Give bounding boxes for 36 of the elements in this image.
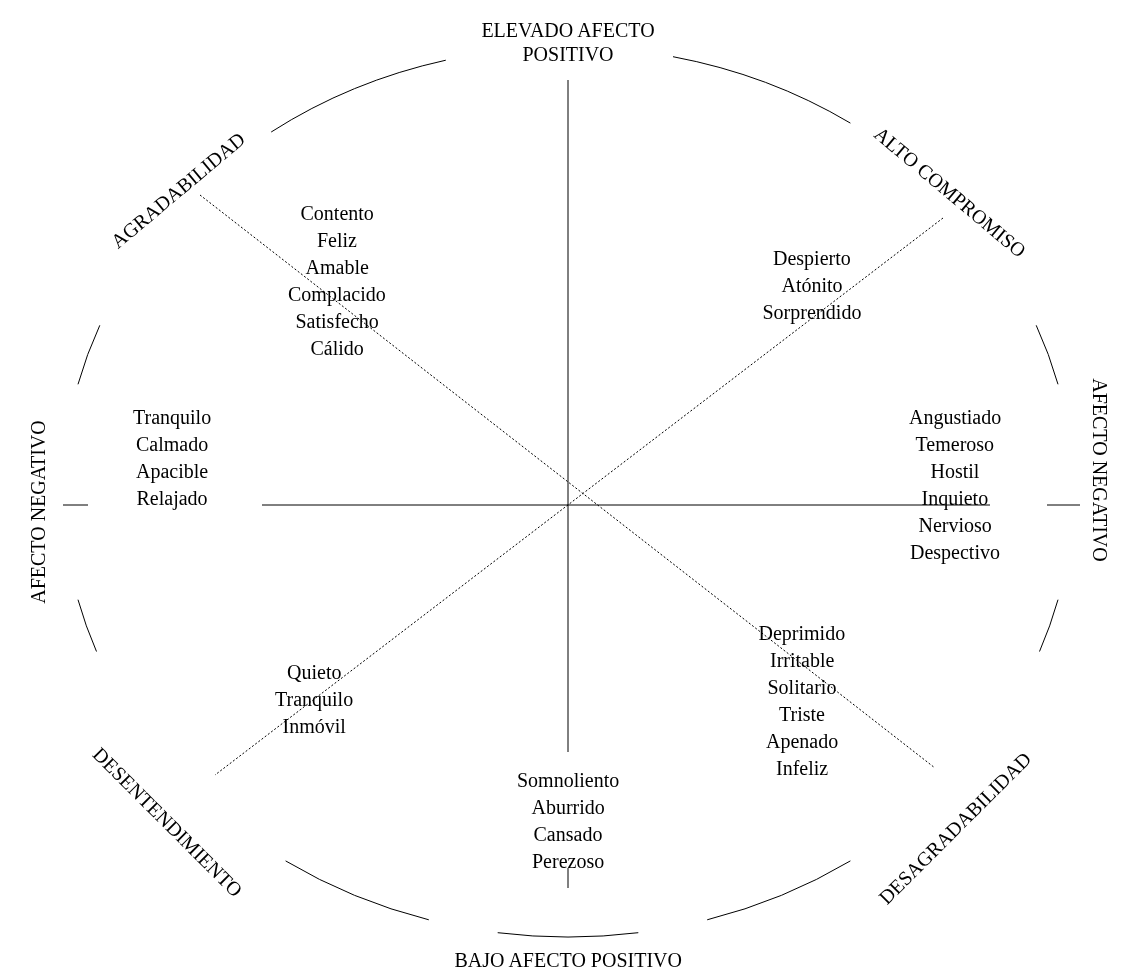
emotion-label: Irritable	[770, 648, 835, 672]
emotion-label: Despectivo	[910, 540, 1000, 564]
emotion-label: Hostil	[930, 459, 980, 483]
emotion-label: Nervioso	[918, 513, 992, 537]
emotion-label: Aburrido	[531, 795, 605, 819]
emotion-label: Quieto	[287, 660, 342, 684]
axis-label: ELEVADO AFECTO POSITIVO	[480, 18, 656, 66]
emotion-label: Cálido	[310, 336, 364, 360]
emotion-label: Satisfecho	[295, 309, 379, 333]
emotion-label: Atónito	[781, 273, 843, 297]
axis-label: AFECTO NEGATIVO	[25, 420, 50, 604]
emotion-label: Sorprendido	[762, 300, 862, 324]
axis-label: BAJO AFECTO POSITIVO	[454, 948, 682, 972]
emotion-label: Deprimido	[758, 621, 846, 645]
emotion-label: Somnoliento	[517, 768, 620, 792]
emotion-label: Calmado	[136, 432, 209, 456]
emotion-label: Angustiado	[909, 405, 1002, 429]
emotion-label: Despierto	[773, 246, 851, 270]
emotion-label: Triste	[779, 702, 825, 726]
emotion-label: Complacido	[288, 282, 386, 306]
emotion-label: Perezoso	[532, 849, 605, 873]
emotion-label: Relajado	[136, 486, 208, 510]
emotion-label: Tranquilo	[275, 687, 354, 711]
axis-label: AFECTO NEGATIVO	[1087, 378, 1112, 562]
emotion-label: Apenado	[766, 729, 839, 753]
emotion-label: Amable	[305, 255, 369, 279]
emotion-label: Cansado	[533, 822, 603, 846]
emotion-label: Inquieto	[921, 486, 989, 510]
emotion-label: Infeliz	[776, 756, 829, 780]
emotion-label: Solitario	[767, 675, 837, 699]
emotion-label: Apacible	[136, 459, 209, 483]
emotion-label: Contento	[300, 201, 374, 225]
emotion-label: Feliz	[317, 228, 357, 252]
emotion-label: Tranquilo	[133, 405, 212, 429]
emotion-label: Temeroso	[915, 432, 995, 456]
emotion-label: Inmóvil	[282, 714, 346, 738]
